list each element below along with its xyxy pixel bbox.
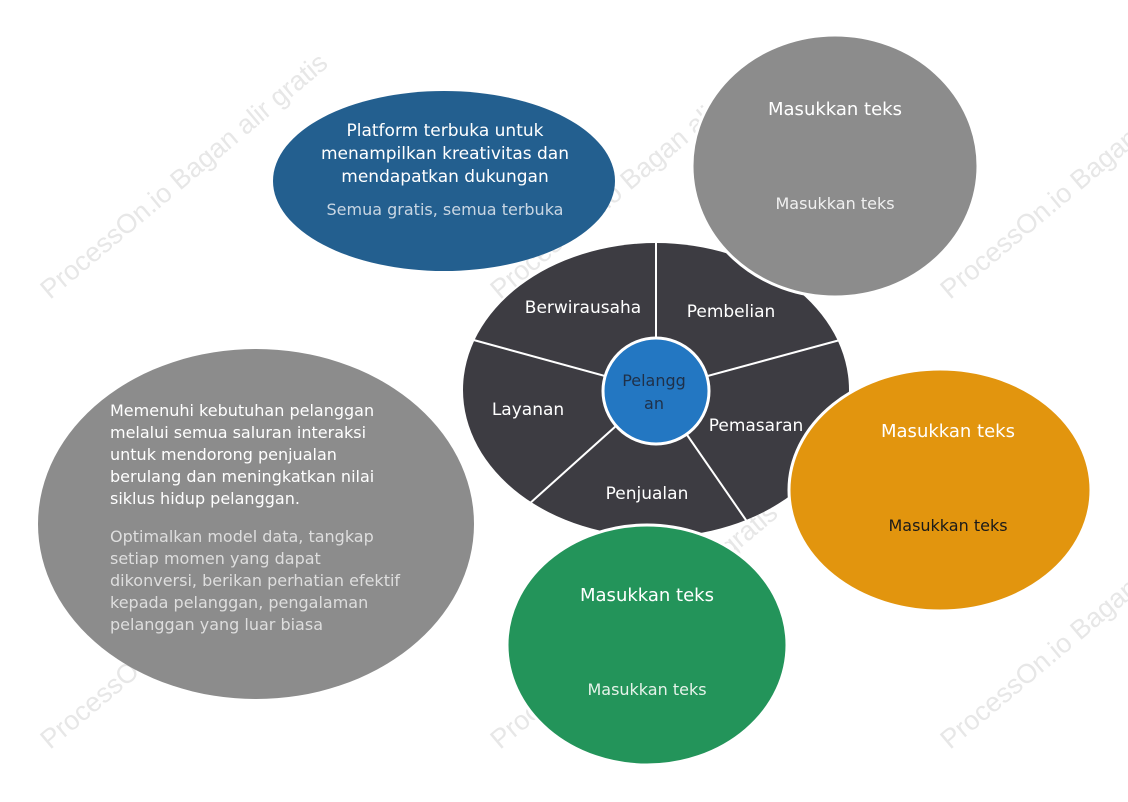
orange-bubble (787, 367, 1093, 613)
segment-penjualan: Penjualan (606, 484, 689, 504)
center-label-line2: an (644, 394, 664, 413)
orange-bubble-subtitle: Masukkan teks (888, 516, 1008, 535)
customer-wheel: Berwirausaha Pembelian Pemasaran Penjual… (463, 243, 849, 537)
orange-bubble-text: Masukkan teks Masukkan teks (833, 420, 1063, 537)
gray-left-bubble-title: Memenuhi kebutuhan pelanggan melalui sem… (110, 401, 375, 508)
gray-left-bubble-subtitle: Optimalkan model data, tangkap setiap mo… (110, 527, 401, 634)
gray-top-bubble-text: Masukkan teks Masukkan teks (720, 98, 950, 215)
gray-top-bubble-subtitle: Masukkan teks (775, 194, 895, 213)
gray-left-bubble-text: Memenuhi kebutuhan pelanggan melalui sem… (110, 400, 410, 636)
gray-top-bubble-title: Masukkan teks (768, 99, 902, 120)
gray-left-bubble (38, 349, 474, 699)
blue-bubble-subtitle: Semua gratis, semua terbuka (326, 200, 564, 219)
blue-bubble (273, 91, 615, 271)
green-bubble-subtitle: Masukkan teks (587, 680, 707, 699)
center-circle (601, 336, 711, 446)
center-label-line1: Pelangg (622, 371, 686, 390)
green-bubble-title: Masukkan teks (580, 585, 714, 606)
orange-bubble-title: Masukkan teks (881, 421, 1015, 442)
blue-bubble-text: Platform terbuka untuk menampilkan kreat… (300, 120, 590, 221)
segment-pemasaran: Pemasaran (709, 416, 804, 436)
segment-layanan: Layanan (492, 400, 564, 420)
segment-berwirausaha: Berwirausaha (525, 298, 641, 318)
green-bubble (505, 523, 789, 767)
green-bubble-text: Masukkan teks Masukkan teks (532, 584, 762, 701)
segment-pembelian: Pembelian (687, 302, 776, 322)
blue-bubble-title: Platform terbuka untuk menampilkan kreat… (321, 121, 569, 187)
gray-top-bubble (690, 33, 980, 299)
